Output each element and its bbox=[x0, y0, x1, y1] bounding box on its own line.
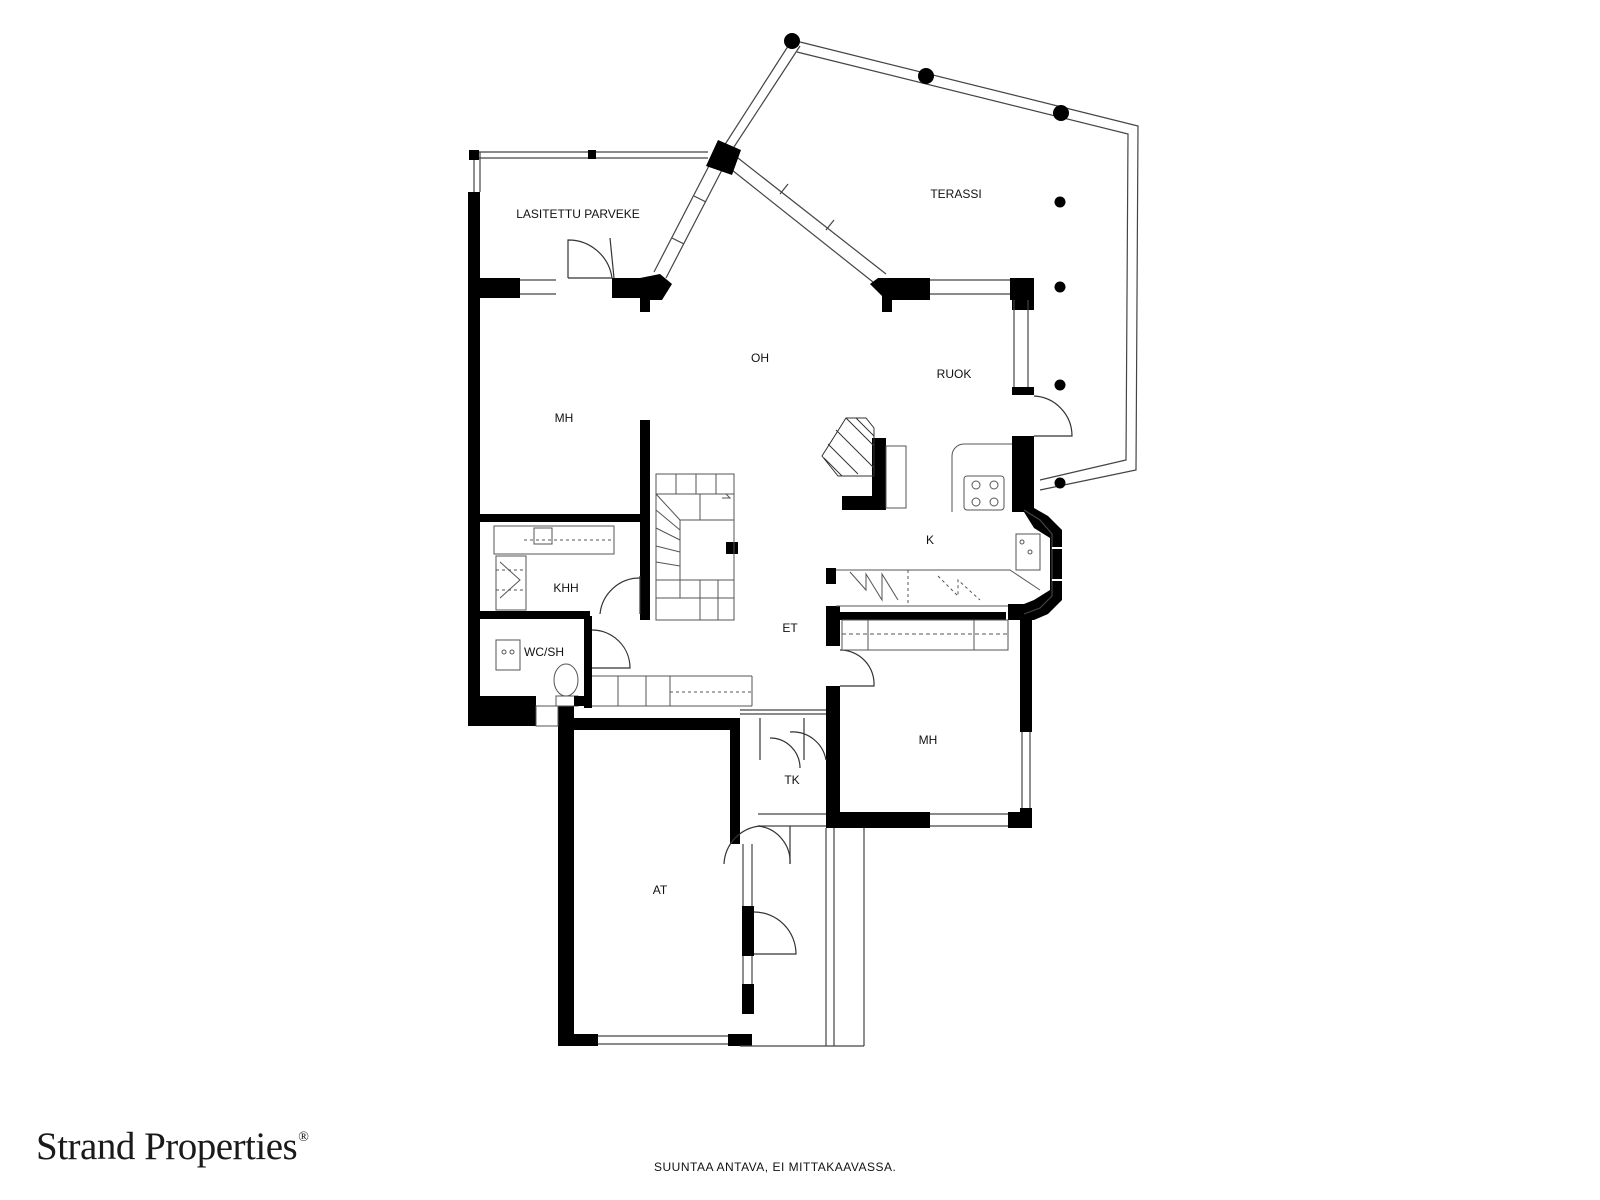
wall-post bbox=[535, 705, 559, 727]
windows bbox=[520, 279, 1031, 1047]
terrace-outline bbox=[723, 39, 1139, 491]
wall-corner-post bbox=[706, 140, 741, 175]
scale-note: SUUNTAA ANTAVA, EI MITTAKAAVASSA. bbox=[654, 1160, 897, 1174]
brand-registered-mark: ® bbox=[298, 1130, 309, 1145]
label-et: ET bbox=[782, 621, 798, 635]
label-wc-sh: WC/SH bbox=[524, 645, 564, 659]
label-lasitettu-parveke: LASITETTU PARVEKE bbox=[516, 207, 640, 221]
walls bbox=[468, 192, 1034, 1046]
label-mh-1: MH bbox=[555, 411, 574, 425]
balcony-post bbox=[469, 150, 479, 160]
label-terassi: TERASSI bbox=[930, 187, 981, 201]
terrace-posts bbox=[784, 33, 1069, 489]
wardrobe bbox=[841, 619, 1009, 651]
label-oh: OH bbox=[751, 351, 769, 365]
wall-post bbox=[574, 696, 584, 706]
angled-windows bbox=[653, 157, 887, 287]
brand-name: Strand Properties bbox=[36, 1125, 298, 1168]
label-khh: KHH bbox=[553, 581, 578, 595]
label-ruok: RUOK bbox=[937, 367, 972, 381]
balcony-post bbox=[588, 150, 596, 159]
kitchen-counter bbox=[836, 443, 1041, 607]
label-tk: TK bbox=[784, 773, 799, 787]
staircase bbox=[655, 473, 735, 621]
room-labels: LASITETTU PARVEKE TERASSI OH RUOK MH K K… bbox=[516, 187, 981, 897]
doors bbox=[567, 237, 1073, 955]
fireplace bbox=[821, 417, 875, 477]
bay-window bbox=[1023, 508, 1062, 620]
label-at: AT bbox=[653, 883, 668, 897]
label-k: K bbox=[926, 533, 934, 547]
fireplace-base bbox=[885, 445, 907, 509]
utility-fittings bbox=[493, 525, 615, 611]
brand-logo: Strand Properties® bbox=[36, 1124, 309, 1169]
wc-fittings bbox=[495, 639, 753, 707]
label-mh-2: MH bbox=[919, 733, 938, 747]
